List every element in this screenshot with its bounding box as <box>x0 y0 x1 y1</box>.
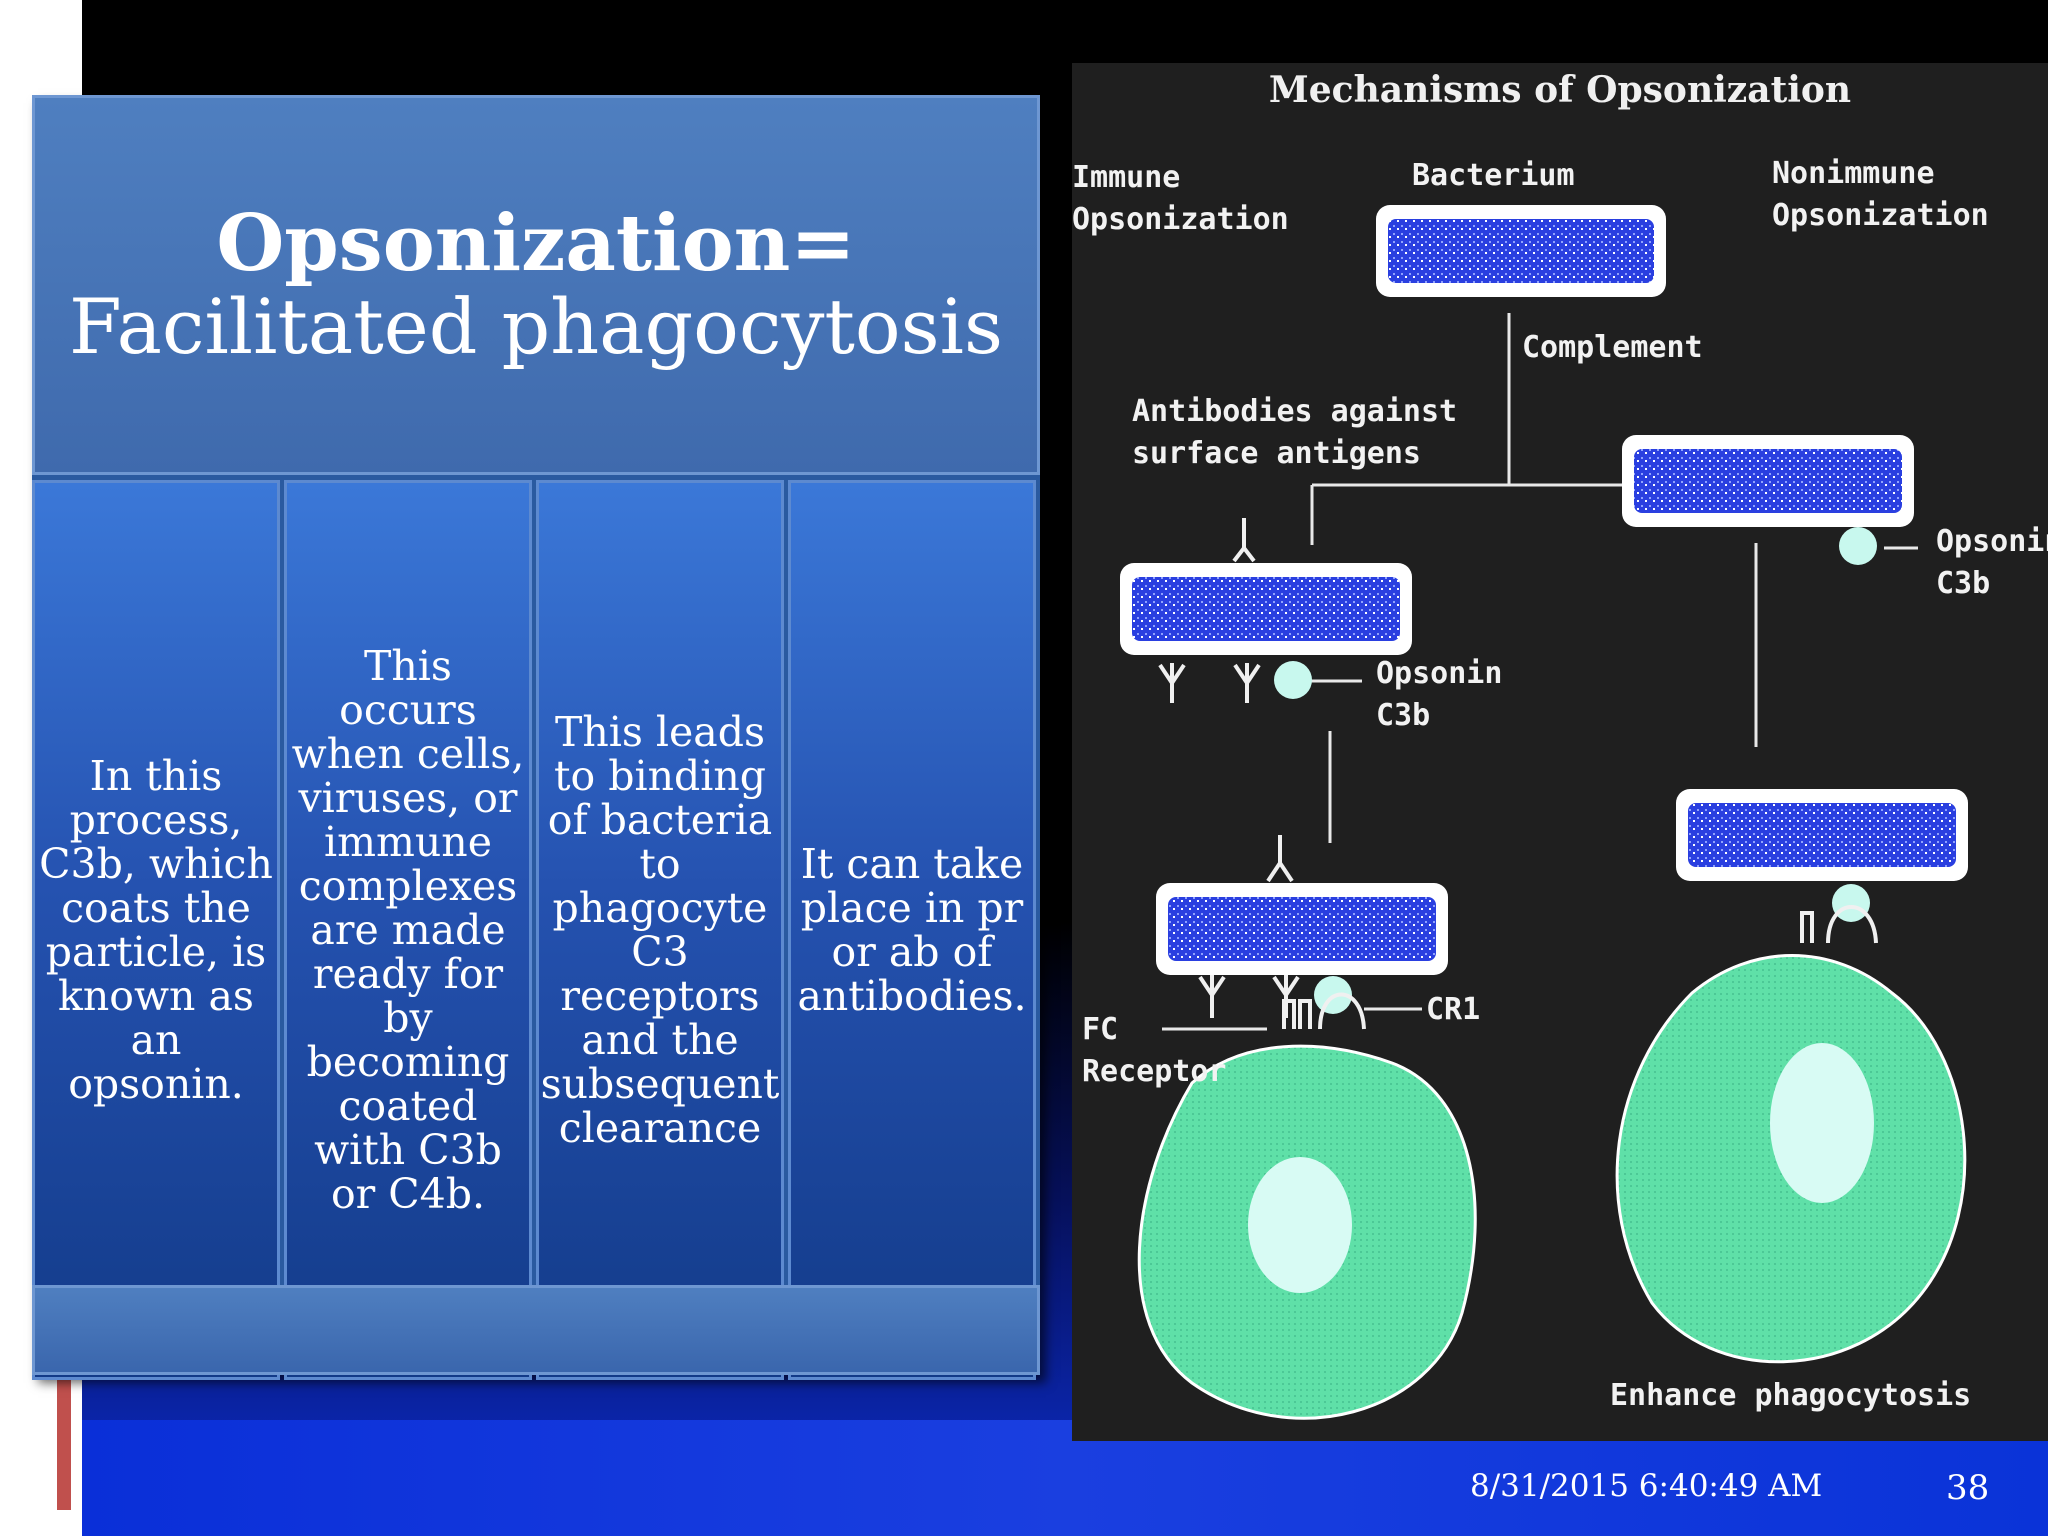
title-box: Opsonization= Facilitated phagocytosis <box>32 95 1040 475</box>
diagram-graphics <box>1120 205 1968 1420</box>
phagocyte-left <box>1137 1044 1477 1420</box>
column-1: In this process, C3b, which coats the pa… <box>32 480 280 1380</box>
column-2-text: This occurs when cells, viruses, or immu… <box>291 642 525 1218</box>
phagocyte-right <box>1615 954 1967 1364</box>
label-opsonin-c3b-right: Opsonin C3b <box>1936 524 2048 601</box>
bottom-box <box>32 1285 1040 1375</box>
label-nonimmune-opsonization: Nonimmune Opsonization <box>1772 156 1989 233</box>
label-opsonin-c3b-left: Opsonin C3b <box>1376 656 1503 733</box>
title-heading: Opsonization= <box>216 198 856 289</box>
antibodies <box>1158 518 1300 1018</box>
label-cr1: CR1 <box>1426 992 1481 1027</box>
label-bacterium: Bacterium <box>1412 158 1575 193</box>
bacterium-top <box>1376 205 1666 297</box>
bacterium-left <box>1120 563 1412 655</box>
opsonin-c3b <box>1274 527 1877 1014</box>
column-3: This leads to binding of bacteria to pha… <box>536 480 784 1380</box>
footer-page-number: 38 <box>1946 1468 1990 1508</box>
label-antibodies: Antibodies against surface antigens <box>1132 394 1458 471</box>
diagram-title: Mechanisms of Opsonization <box>1268 69 1852 111</box>
connector-lines <box>1162 313 1918 1031</box>
red-accent-bar <box>57 1380 71 1510</box>
column-2: This occurs when cells, viruses, or immu… <box>284 480 532 1380</box>
bacterium-right <box>1622 435 1914 527</box>
column-1-text: In this process, C3b, which coats the pa… <box>39 752 273 1108</box>
column-4-text: It can take place in pr or ab of antibod… <box>797 840 1027 1020</box>
column-3-text: This leads to binding of bacteria to pha… <box>540 708 780 1152</box>
label-complement: Complement <box>1522 330 1703 365</box>
bacterium-left-bound <box>1156 883 1448 975</box>
label-fc-receptor: FC Receptor <box>1082 1012 1227 1089</box>
bacterium-right-bound <box>1676 789 1968 881</box>
title-subheading: Facilitated phagocytosis <box>69 282 1003 371</box>
column-4: It can take place in pr or ab of antibod… <box>788 480 1036 1380</box>
footer-date: 8/31/2015 6:40:49 AM <box>1470 1468 1823 1504</box>
receptors <box>1282 905 1878 1030</box>
label-immune-opsonization: Immune Opsonization <box>1072 160 1289 237</box>
smartart-block: Opsonization= Facilitated phagocytosis I… <box>32 95 1040 1380</box>
opsonization-diagram: Mechanisms of Opsonization Immune Opsoni… <box>1072 63 2048 1441</box>
label-enhance-phagocytosis: Enhance phagocytosis <box>1610 1378 1972 1413</box>
